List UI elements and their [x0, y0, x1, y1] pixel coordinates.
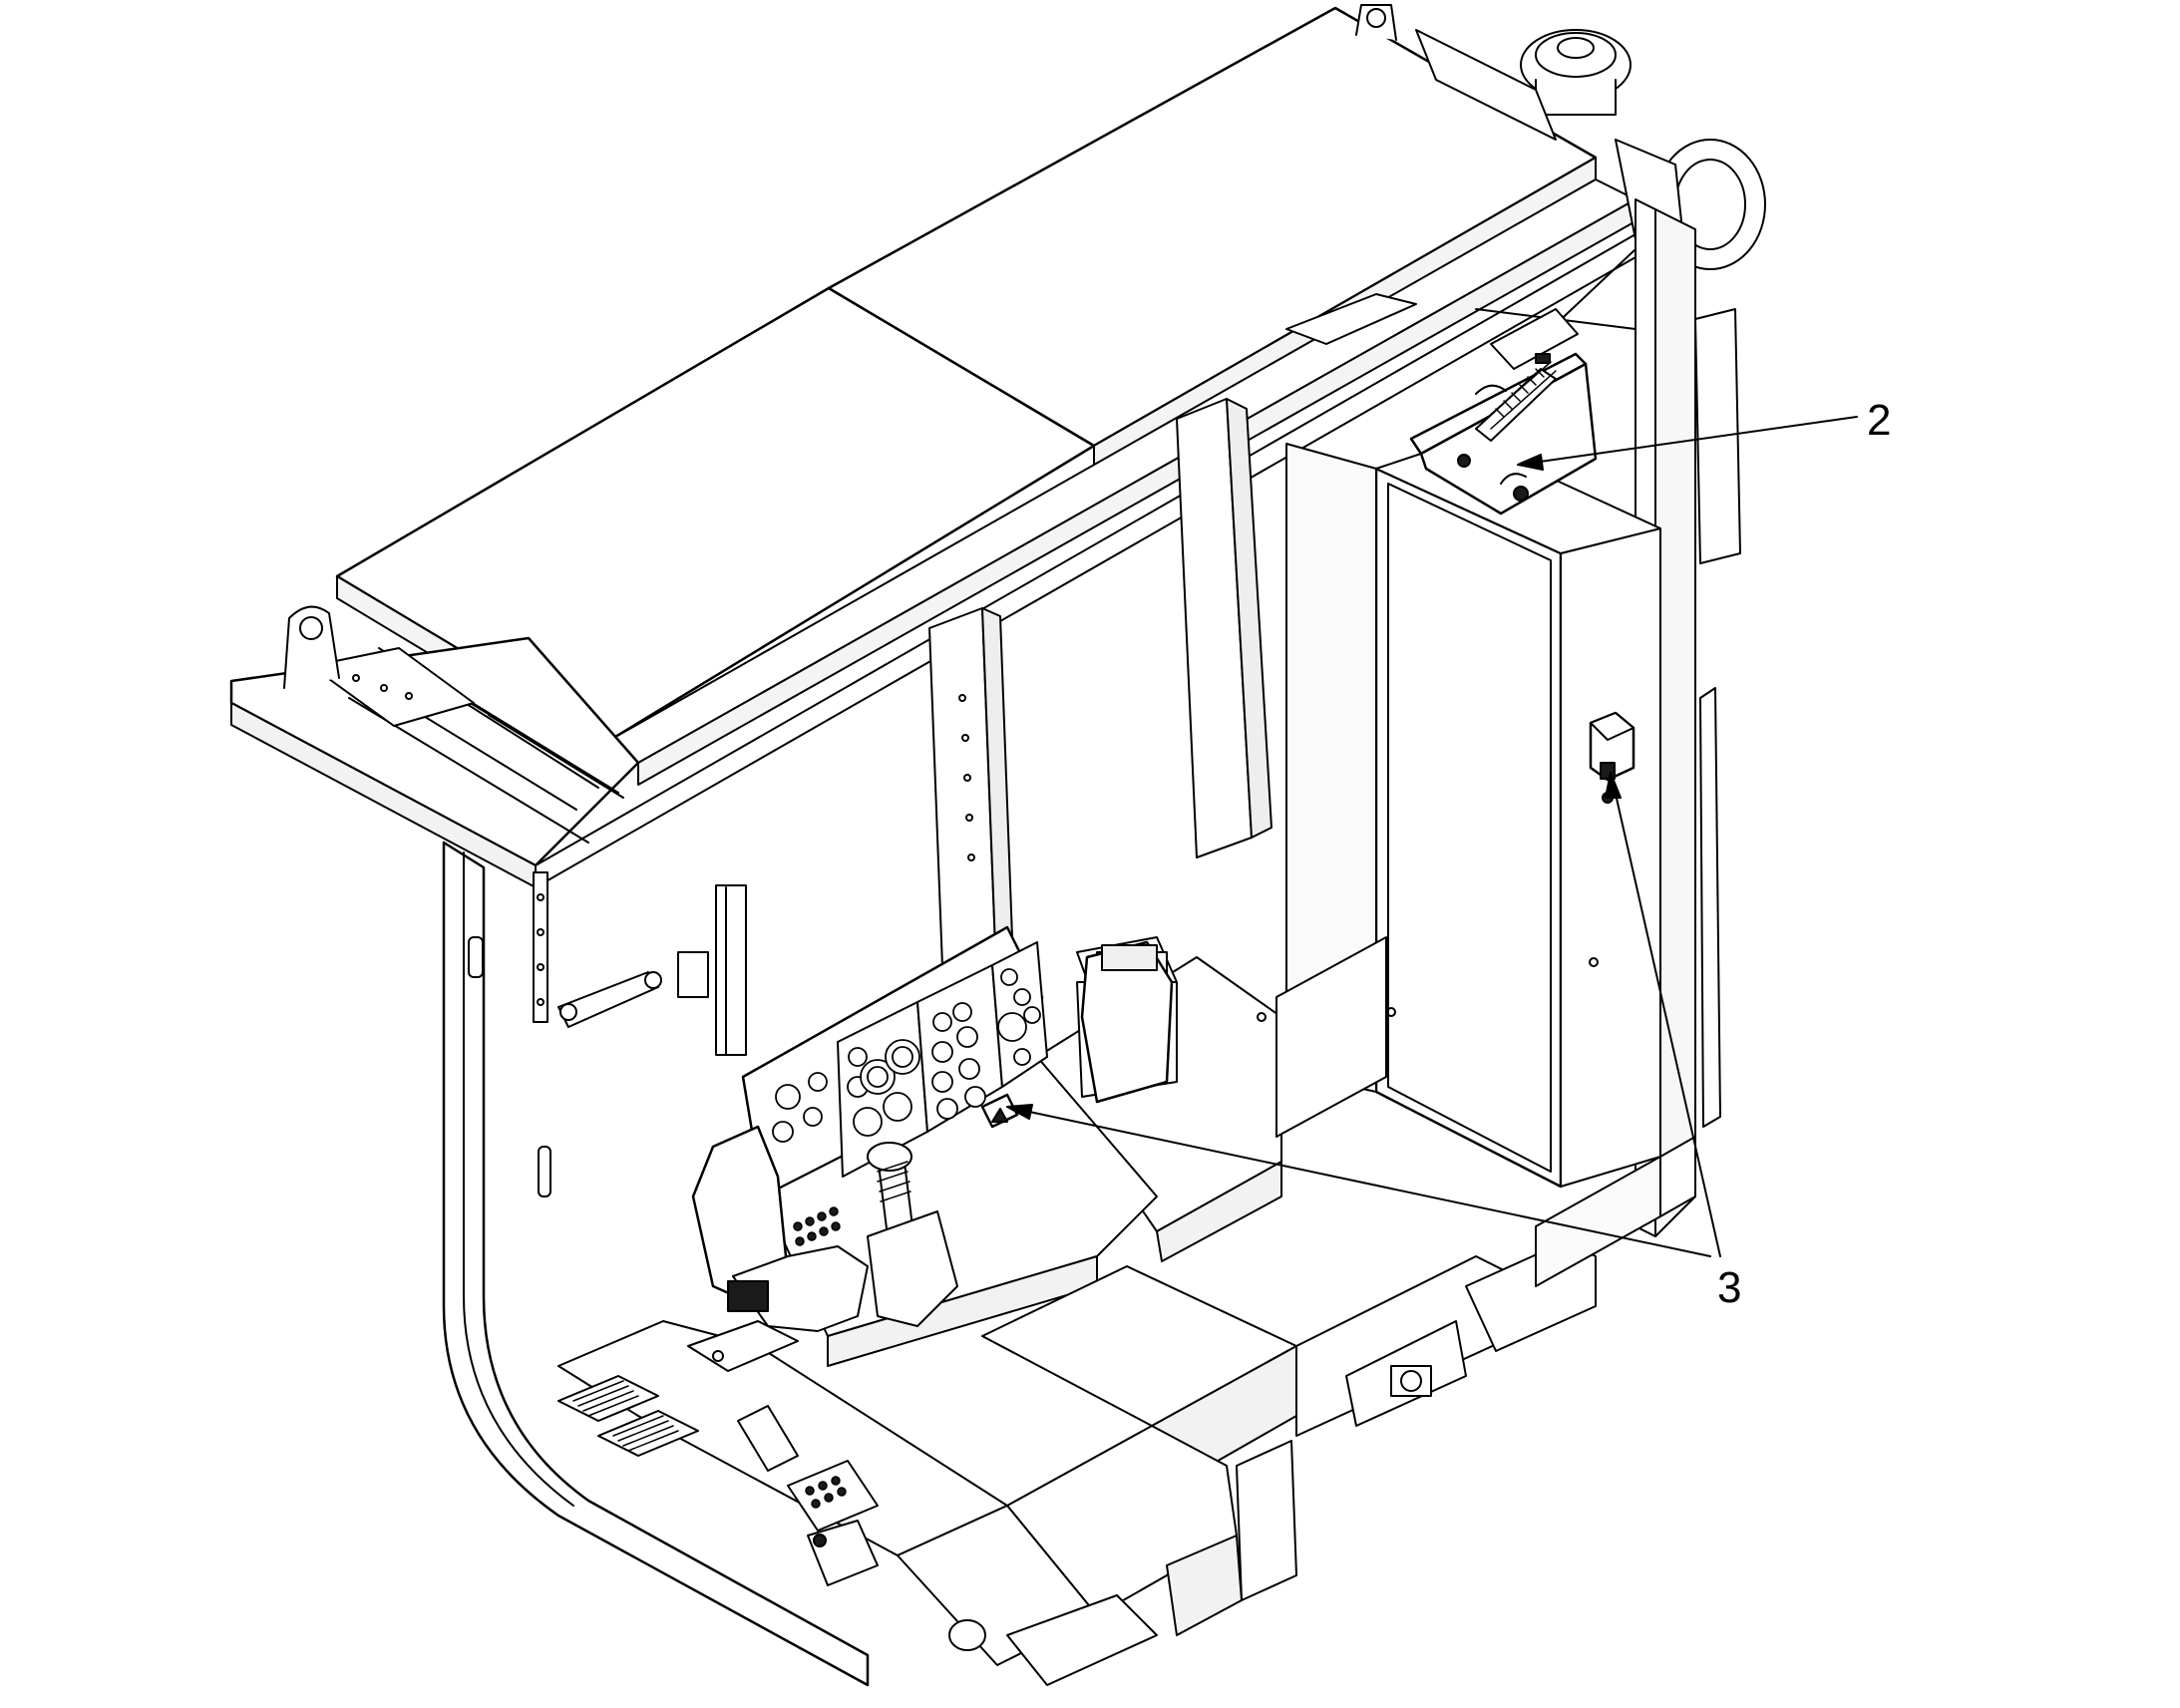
leader-3a — [1612, 780, 1721, 1257]
leader-2 — [1525, 416, 1858, 465]
callout-leaders — [1006, 416, 1858, 1257]
arrowhead-3b — [1006, 1104, 1033, 1120]
cabinet-switch — [1589, 711, 1635, 804]
instrument-console — [741, 925, 1158, 1367]
callout-label-2: 2 — [1867, 396, 1892, 445]
left-front-post — [442, 841, 870, 1687]
left-control-pod — [691, 1125, 958, 1332]
cab-floor — [557, 1136, 1696, 1686]
arrowhead-2 — [1517, 454, 1544, 471]
callout-label-3: 3 — [1717, 1263, 1742, 1312]
lifting-eye — [1355, 4, 1397, 41]
leader-3b — [1014, 1108, 1711, 1257]
armrest-console — [1080, 940, 1174, 1104]
air-cleaner — [1415, 29, 1766, 270]
arrowhead-3a — [1605, 772, 1622, 799]
front-crossbeam — [229, 233, 1636, 888]
foot-controls — [557, 1320, 879, 1586]
mirror-bracket — [557, 884, 747, 1056]
fuse-panel — [1409, 308, 1598, 515]
